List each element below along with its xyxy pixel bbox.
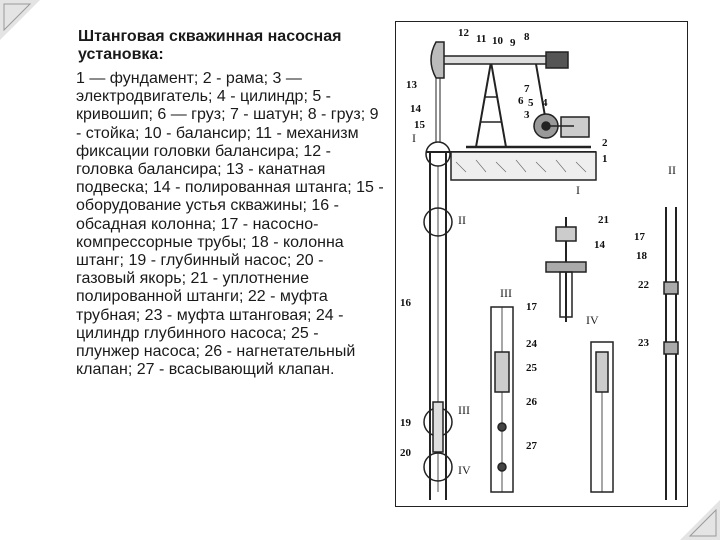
callout-18: 18 — [636, 250, 648, 262]
section-mark-i-well: I — [412, 131, 416, 145]
post — [475, 61, 492, 148]
callout-15: 15 — [414, 119, 426, 131]
section-mark-iv-well: IV — [458, 463, 471, 477]
callout-14: 14 — [410, 103, 422, 115]
callout-4: 4 — [542, 97, 548, 109]
callout-8: 8 — [524, 31, 530, 43]
corner-decoration-bottom-right — [680, 500, 720, 540]
slide-title: Штанговая скважинная насосная установка: — [78, 28, 342, 63]
discharge-valve — [497, 422, 507, 432]
callout-2: 2 — [602, 137, 608, 149]
callout-7: 7 — [524, 83, 530, 95]
callout-10: 10 — [492, 35, 504, 47]
section-mark-iii-detail: III — [500, 286, 512, 300]
callout-19: 19 — [400, 417, 412, 429]
callout-5: 5 — [528, 97, 534, 109]
legend-text: 1 — фундамент; 2 - рама; 3 — электродвиг… — [76, 70, 384, 379]
callout-1: 1 — [602, 153, 608, 165]
callout-22: 22 — [638, 279, 650, 291]
callout-13: 13 — [406, 79, 418, 91]
tubing-coupling — [663, 281, 679, 295]
callout-17-detail: 17 — [526, 301, 538, 313]
section-mark-ii-well: II — [458, 213, 466, 227]
callout-3: 3 — [524, 109, 530, 121]
rod-coupling — [663, 341, 679, 355]
horsehead — [430, 41, 445, 79]
callout-16: 16 — [400, 297, 412, 309]
callout-27: 27 — [526, 440, 538, 452]
callout-9: 9 — [510, 37, 516, 49]
pump-plunger — [494, 351, 510, 393]
motor — [560, 116, 590, 138]
callout-11: 11 — [476, 33, 486, 45]
pitman — [535, 63, 547, 123]
callout-23: 23 — [638, 337, 650, 349]
callout-20: 20 — [400, 447, 412, 459]
callout-21: 21 — [598, 214, 609, 226]
section-mark-iii-well: III — [458, 403, 470, 417]
section-mark-ii-detail: II — [668, 163, 676, 177]
callout-6: 6 — [518, 95, 524, 107]
callout-25: 25 — [526, 362, 538, 374]
walking-beam — [435, 55, 557, 65]
callout-12: 12 — [458, 27, 470, 39]
pump-unit-diagram: 12 11 10 9 8 13 7 6 5 4 3 14 15 2 1 16 2… — [395, 21, 688, 507]
section-mark-i-detail: I — [576, 183, 580, 197]
foundation — [450, 151, 597, 181]
corner-decoration-top-left — [0, 0, 40, 40]
diagram-drawing: 12 11 10 9 8 13 7 6 5 4 3 14 15 2 1 16 2… — [400, 27, 679, 500]
callout-17-right: 17 — [634, 231, 646, 243]
section-mark-iv-detail: IV — [586, 313, 599, 327]
callout-14-detail: 14 — [594, 239, 606, 251]
rod-seal — [555, 226, 577, 242]
beam-weight — [545, 51, 569, 69]
callout-26: 26 — [526, 396, 538, 408]
callout-24: 24 — [526, 338, 538, 350]
suction-valve — [497, 462, 507, 472]
